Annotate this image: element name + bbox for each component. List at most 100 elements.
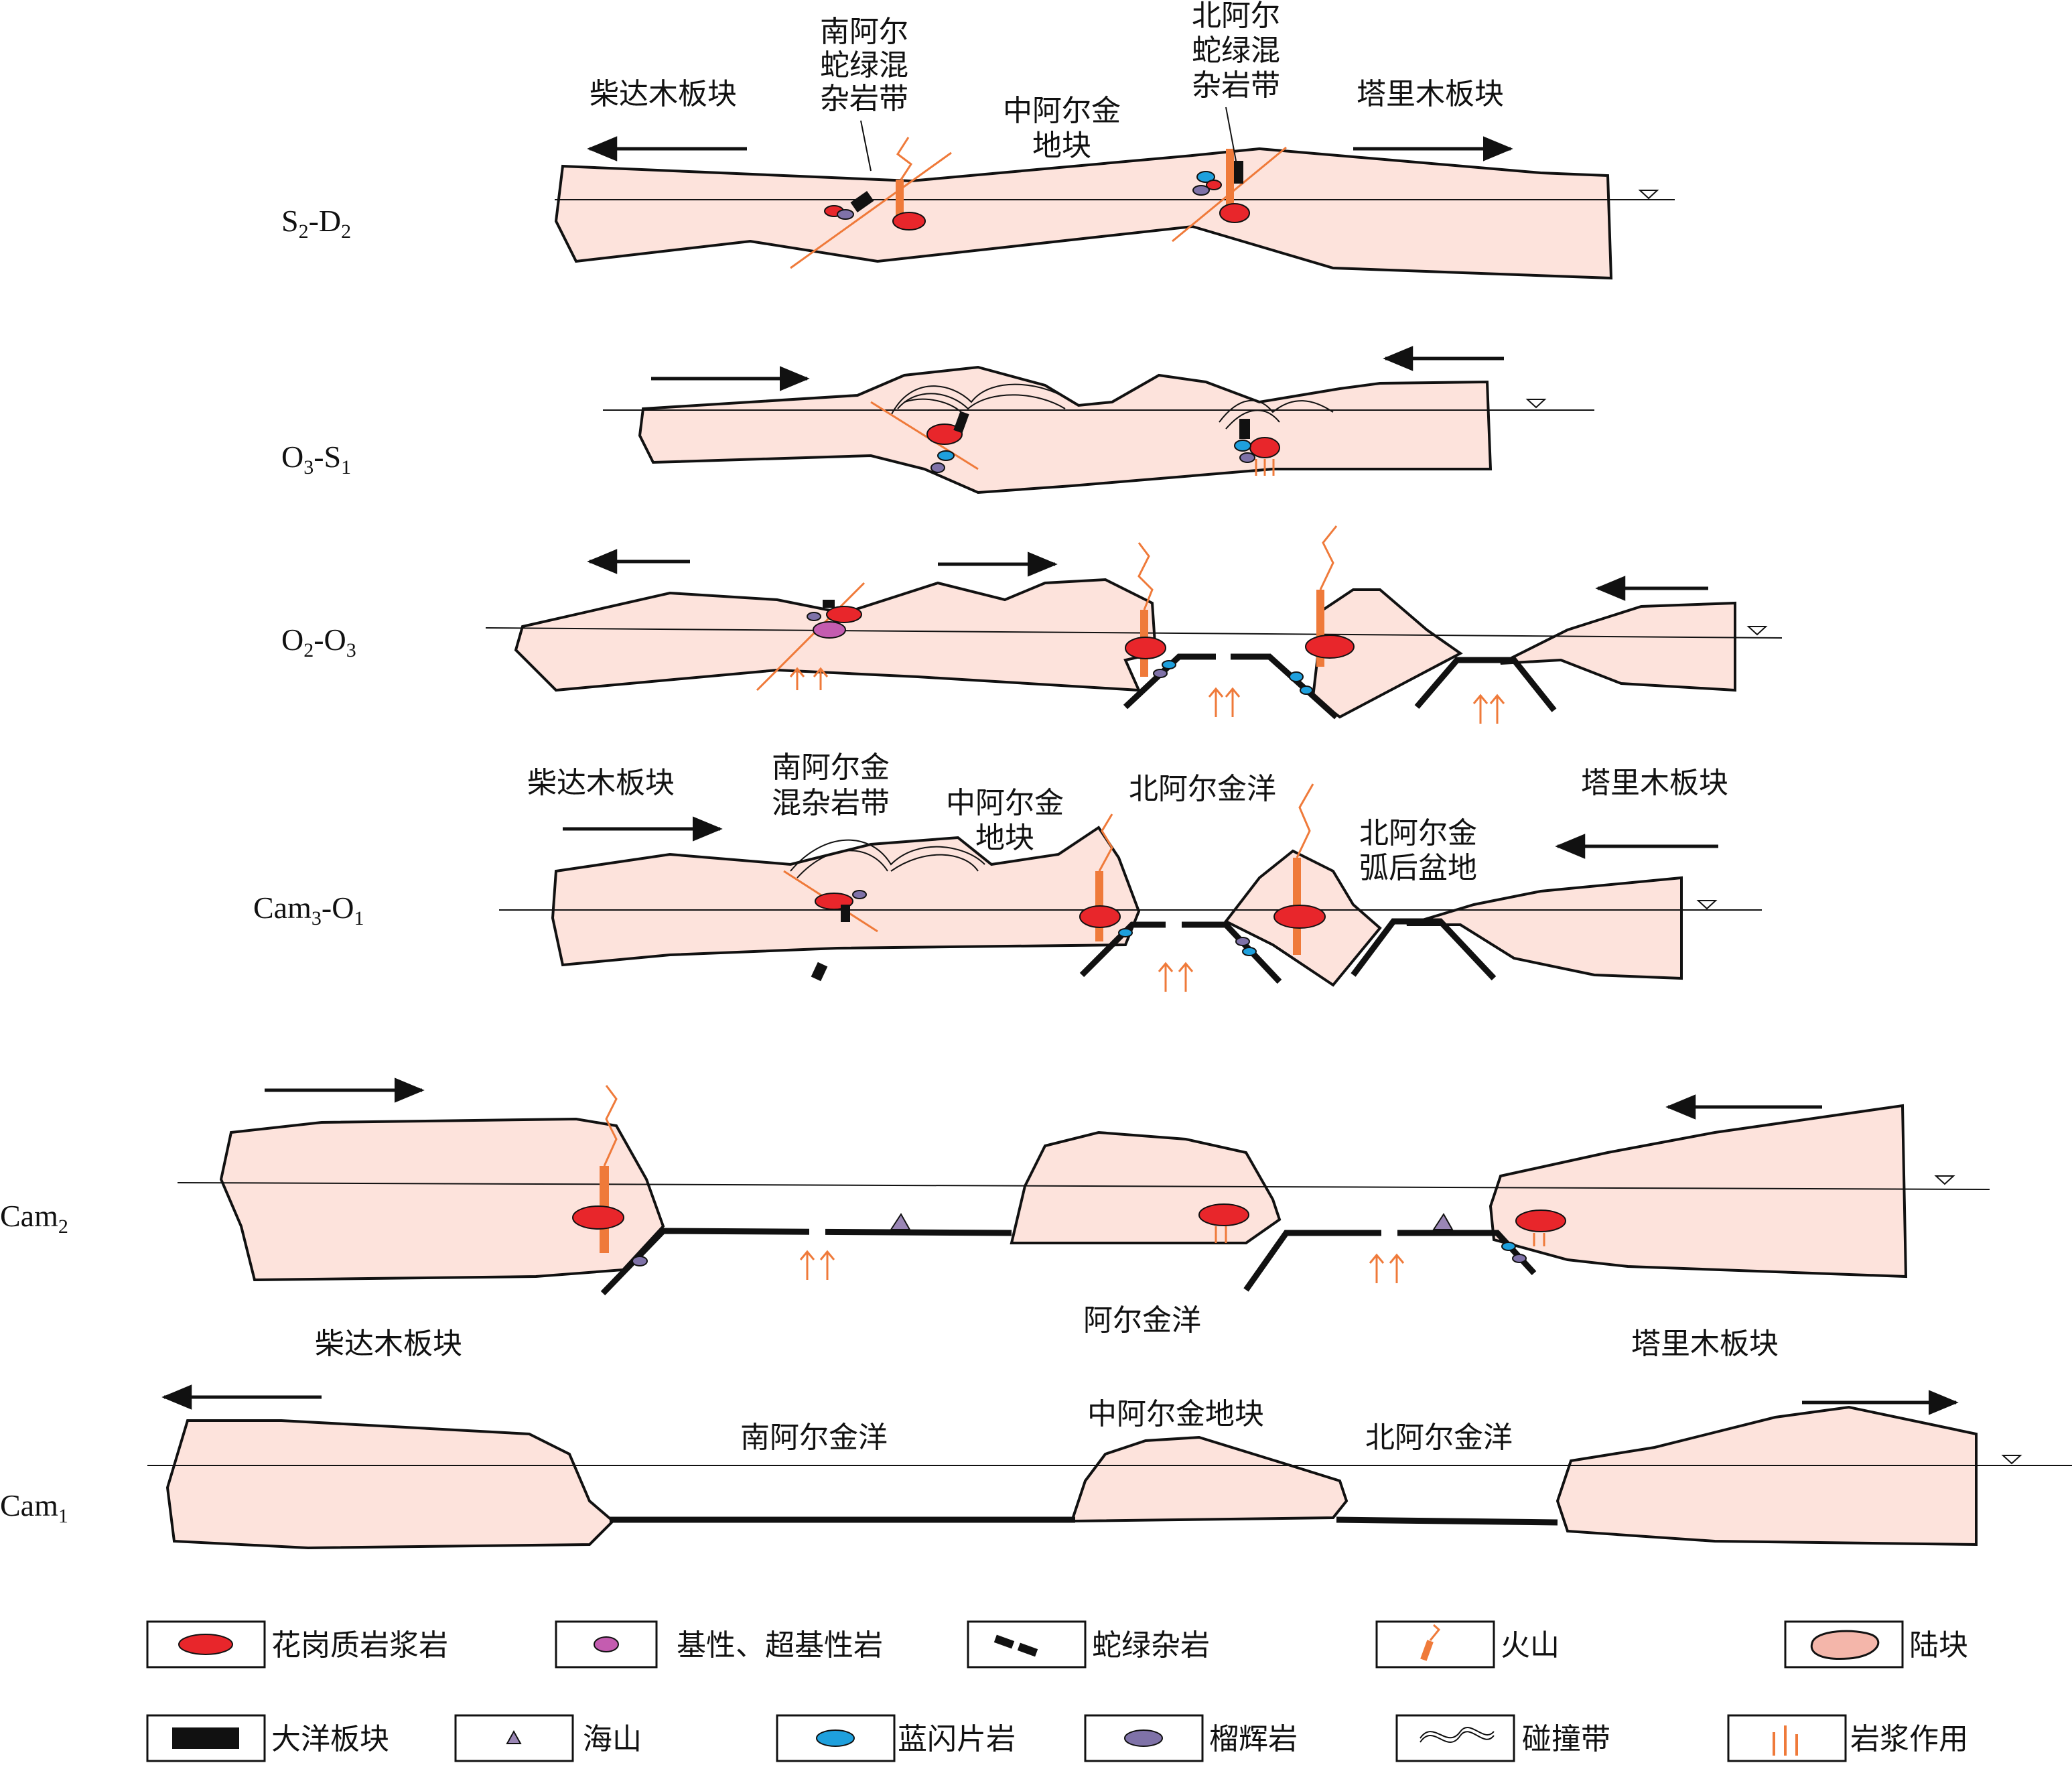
svg-text:大洋板块: 大洋板块 (271, 1722, 389, 1756)
suture-label: 杂岩带 (1192, 68, 1280, 103)
magma-column (896, 180, 904, 220)
block-label: 中阿尔金 (946, 786, 1064, 820)
magma-upwelling (1158, 962, 1194, 992)
collision-fold (890, 383, 1073, 416)
ridge-gap (1381, 1225, 1397, 1240)
ophiolite-block (850, 191, 874, 212)
eclogite-body (930, 462, 945, 473)
ophiolite-icon (993, 1634, 1038, 1657)
continent-block (1489, 1104, 1908, 1279)
legend-item-collision: 碰撞带 (1395, 1714, 1610, 1762)
magma-upwelling (799, 1250, 1405, 1283)
oceanic-plate (1414, 657, 1557, 712)
mafic-icon (594, 1636, 619, 1652)
svg-text:碰撞带: 碰撞带 (1522, 1722, 1610, 1756)
eclogite-body (1153, 669, 1168, 678)
eclogite-body (807, 612, 821, 621)
eclogite-body (852, 890, 867, 899)
ocean-label: 南阿尔金洋 (740, 1421, 888, 1455)
blueschist-body (1289, 671, 1304, 682)
ridge-gap (809, 1225, 825, 1240)
ridge-gap (1166, 918, 1182, 931)
continent-icon (1810, 1630, 1880, 1660)
continent-block (554, 147, 1613, 280)
magmatism-marks (1533, 1233, 1545, 1246)
ophiolite-block (953, 411, 969, 434)
suture-label: 蛇绿混 (820, 48, 908, 82)
plate-label: 塔里木板块 (1357, 77, 1504, 111)
ridge-gap (1216, 650, 1231, 663)
sea-level-icon (1746, 626, 1768, 636)
svg-text:海山: 海山 (583, 1722, 642, 1756)
stage-label: Cam1 (0, 1488, 68, 1527)
plate-label: 塔里木板块 (1581, 766, 1728, 800)
ocean-label: 阿尔金洋 (1083, 1303, 1201, 1337)
seamount-icon (506, 1729, 522, 1744)
volcano-icon (1296, 783, 1314, 858)
volcano-icon (1098, 813, 1113, 872)
volcano-icon (603, 1085, 618, 1167)
eclogite-body (837, 209, 854, 220)
granite-body (926, 423, 963, 445)
eclogite-body (1235, 937, 1250, 946)
collision-fold (790, 839, 985, 878)
legend-item-oceanic: 大洋板块 (146, 1714, 389, 1762)
granite-body (826, 606, 862, 623)
suture-label: 混杂岩带 (772, 786, 890, 820)
sea-level-icon (1638, 190, 1659, 200)
plate-label: 柴达木板块 (315, 1327, 462, 1361)
legend-item-eclogite: 榴辉岩 (1084, 1714, 1298, 1762)
sea-level-icon (1934, 1175, 1955, 1185)
fault-line (790, 151, 952, 269)
fault-line (870, 401, 979, 470)
oceanic-plate (600, 1228, 1012, 1296)
legend-item-granite: 花岗质岩浆岩 (146, 1620, 448, 1669)
granite-body (1305, 635, 1355, 659)
continent-block (1500, 601, 1736, 692)
ocean-label: 北阿尔金洋 (1129, 772, 1276, 806)
legend-item-seamount: 海山 (454, 1714, 642, 1762)
basin-label: 弧后盆地 (1359, 851, 1477, 885)
oceanic-plate (1336, 1516, 1558, 1526)
blueschist-body (1234, 440, 1251, 452)
svg-text:火山: 火山 (1501, 1628, 1560, 1662)
suture-label: 北阿尔 (1192, 0, 1280, 33)
legend-item-mafic: 基性、超基性岩 (555, 1620, 883, 1669)
collision-icon (1420, 1727, 1495, 1743)
blueschist-body (1118, 928, 1133, 937)
magmatism-marks (1215, 1226, 1227, 1243)
magmatism-marks (1255, 459, 1275, 476)
volcano-icon (1319, 525, 1338, 590)
block-label: 地块 (975, 821, 1034, 855)
continent-block (1556, 1405, 1978, 1547)
legend-item-continent: 陆块 (1784, 1620, 1968, 1669)
magma-upwelling (789, 667, 1505, 724)
plate-label: 塔里木板块 (1631, 1327, 1779, 1361)
block-label: 中阿尔金地块 (1087, 1397, 1264, 1431)
blueschist-body (1242, 947, 1257, 956)
granite-body (1515, 1210, 1566, 1232)
granite-body (1079, 905, 1121, 928)
fault-line (756, 582, 866, 692)
granite-icon (178, 1634, 233, 1655)
plate-label: 柴达木板块 (527, 766, 675, 800)
continent-block (1070, 1435, 1349, 1523)
ophiolite-block (811, 962, 828, 982)
mafic-body (813, 621, 846, 639)
eclogite-icon (1124, 1729, 1163, 1747)
suture-label: 南阿尔 (820, 15, 908, 49)
svg-text:榴辉岩: 榴辉岩 (1209, 1722, 1298, 1756)
granite-body (1198, 1203, 1249, 1226)
blueschist-body (1162, 660, 1176, 669)
continent-block (1406, 876, 1683, 980)
seamount (890, 1213, 911, 1230)
block-label: 地块 (1032, 129, 1091, 163)
ophiolite-block (841, 905, 850, 922)
eclogite-body (1192, 185, 1210, 196)
svg-text:蓝闪片岩: 蓝闪片岩 (898, 1722, 1016, 1756)
svg-text:陆块: 陆块 (1909, 1628, 1968, 1662)
svg-text:蛇绿杂岩: 蛇绿杂岩 (1092, 1628, 1210, 1662)
collision-fold (1219, 399, 1334, 430)
granite-body (1219, 203, 1250, 223)
